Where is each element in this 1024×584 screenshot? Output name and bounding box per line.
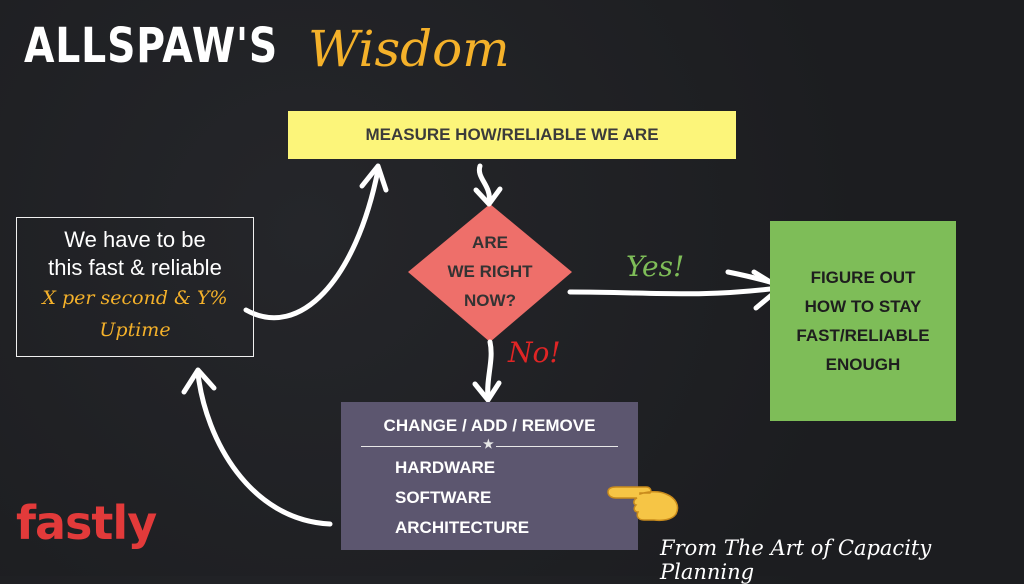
- arrow-head-down-2: [472, 380, 502, 403]
- measure-box: MEASURE HOW/RELIABLE WE ARE: [288, 111, 736, 159]
- requirement-box: We have to be this fast & reliable X per…: [16, 217, 254, 357]
- change-item-software: SOFTWARE: [395, 488, 492, 507]
- figure-line-2: HOW TO STAY: [804, 297, 922, 316]
- requirement-accent-1: X per second & Y%: [42, 287, 228, 309]
- title-main: ALLSPAW'S: [24, 18, 279, 74]
- figure-line-1: FIGURE OUT: [810, 268, 916, 287]
- figure-box: FIGURE OUT HOW TO STAY FAST/RELIABLE ENO…: [770, 221, 956, 421]
- yes-label: Yes!: [626, 250, 685, 283]
- requirement-line-1: We have to be: [64, 227, 206, 252]
- arrow-head-up: [359, 163, 389, 193]
- decision-line-2: WE RIGHT: [447, 262, 533, 281]
- arrow-change-to-requirement: [195, 371, 333, 527]
- requirement-line-2: this fast & reliable: [48, 255, 222, 280]
- change-box: CHANGE / ADD / REMOVE ★ HARDWARE SOFTWAR…: [341, 402, 638, 550]
- decision-line-1: ARE: [472, 233, 508, 252]
- arrow-measure-to-decision: [476, 163, 492, 205]
- change-title: CHANGE / ADD / REMOVE: [383, 416, 596, 435]
- arrow-head-down-1: [473, 186, 503, 207]
- decision-line-3: NOW?: [464, 291, 516, 310]
- title-accent: Wisdom: [308, 20, 510, 78]
- star-icon: ★: [481, 437, 496, 451]
- credit-text: From The Art of Capacity Planning: [660, 536, 932, 584]
- brand-logo: fastly: [16, 496, 157, 550]
- measure-label: MEASURE HOW/RELIABLE WE ARE: [365, 125, 659, 144]
- figure-line-3: FAST/RELIABLE: [796, 326, 930, 345]
- figure-line-4: ENOUGH: [825, 355, 901, 374]
- arrow-requirement-to-measure: [243, 167, 381, 321]
- arrow-head-up-left: [181, 367, 217, 395]
- no-label: No!: [508, 336, 561, 369]
- change-item-architecture: ARCHITECTURE: [395, 518, 530, 537]
- change-item-hardware: HARDWARE: [395, 458, 496, 477]
- arrow-no: [485, 339, 494, 401]
- pointing-hand-icon: [606, 478, 682, 526]
- decision-diamond: [408, 204, 572, 342]
- requirement-accent-2: Uptime: [99, 319, 171, 341]
- arrow-yes: [567, 285, 781, 297]
- decision-text: ARE WE RIGHT NOW?: [430, 228, 550, 315]
